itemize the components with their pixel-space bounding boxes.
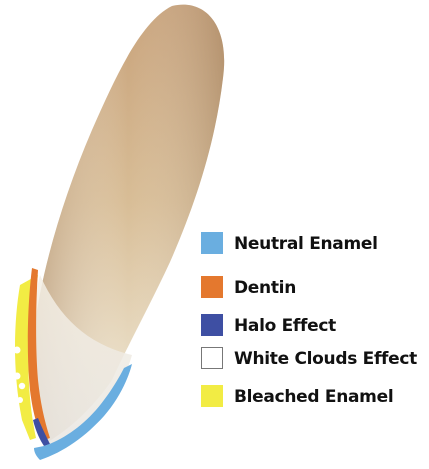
legend-label: White Clouds Effect: [234, 348, 417, 370]
white-cloud-spot: [17, 397, 23, 403]
white-cloud-spot: [19, 383, 25, 389]
legend-label: Dentin: [234, 277, 296, 299]
white-cloud-spot: [14, 373, 21, 380]
legend-label: Neutral Enamel: [234, 233, 378, 255]
swatch-neutral-enamel: [201, 232, 223, 254]
swatch-bleached-enamel: [201, 385, 223, 407]
legend-item-bleached-enamel: Bleached Enamel: [201, 385, 429, 409]
legend-item-white-clouds-effect: White Clouds Effect: [201, 347, 429, 371]
white-cloud-spot: [14, 347, 21, 354]
legend-item-halo-effect: Halo Effect: [201, 314, 429, 338]
swatch-halo-effect: [201, 314, 223, 336]
legend-item-dentin: Dentin: [201, 276, 429, 300]
swatch-white-clouds-effect: [201, 347, 223, 369]
legend-item-neutral-enamel: Neutral Enamel: [201, 232, 429, 256]
legend-label: Halo Effect: [234, 315, 336, 337]
legend-label: Bleached Enamel: [234, 386, 393, 408]
swatch-dentin: [201, 276, 223, 298]
